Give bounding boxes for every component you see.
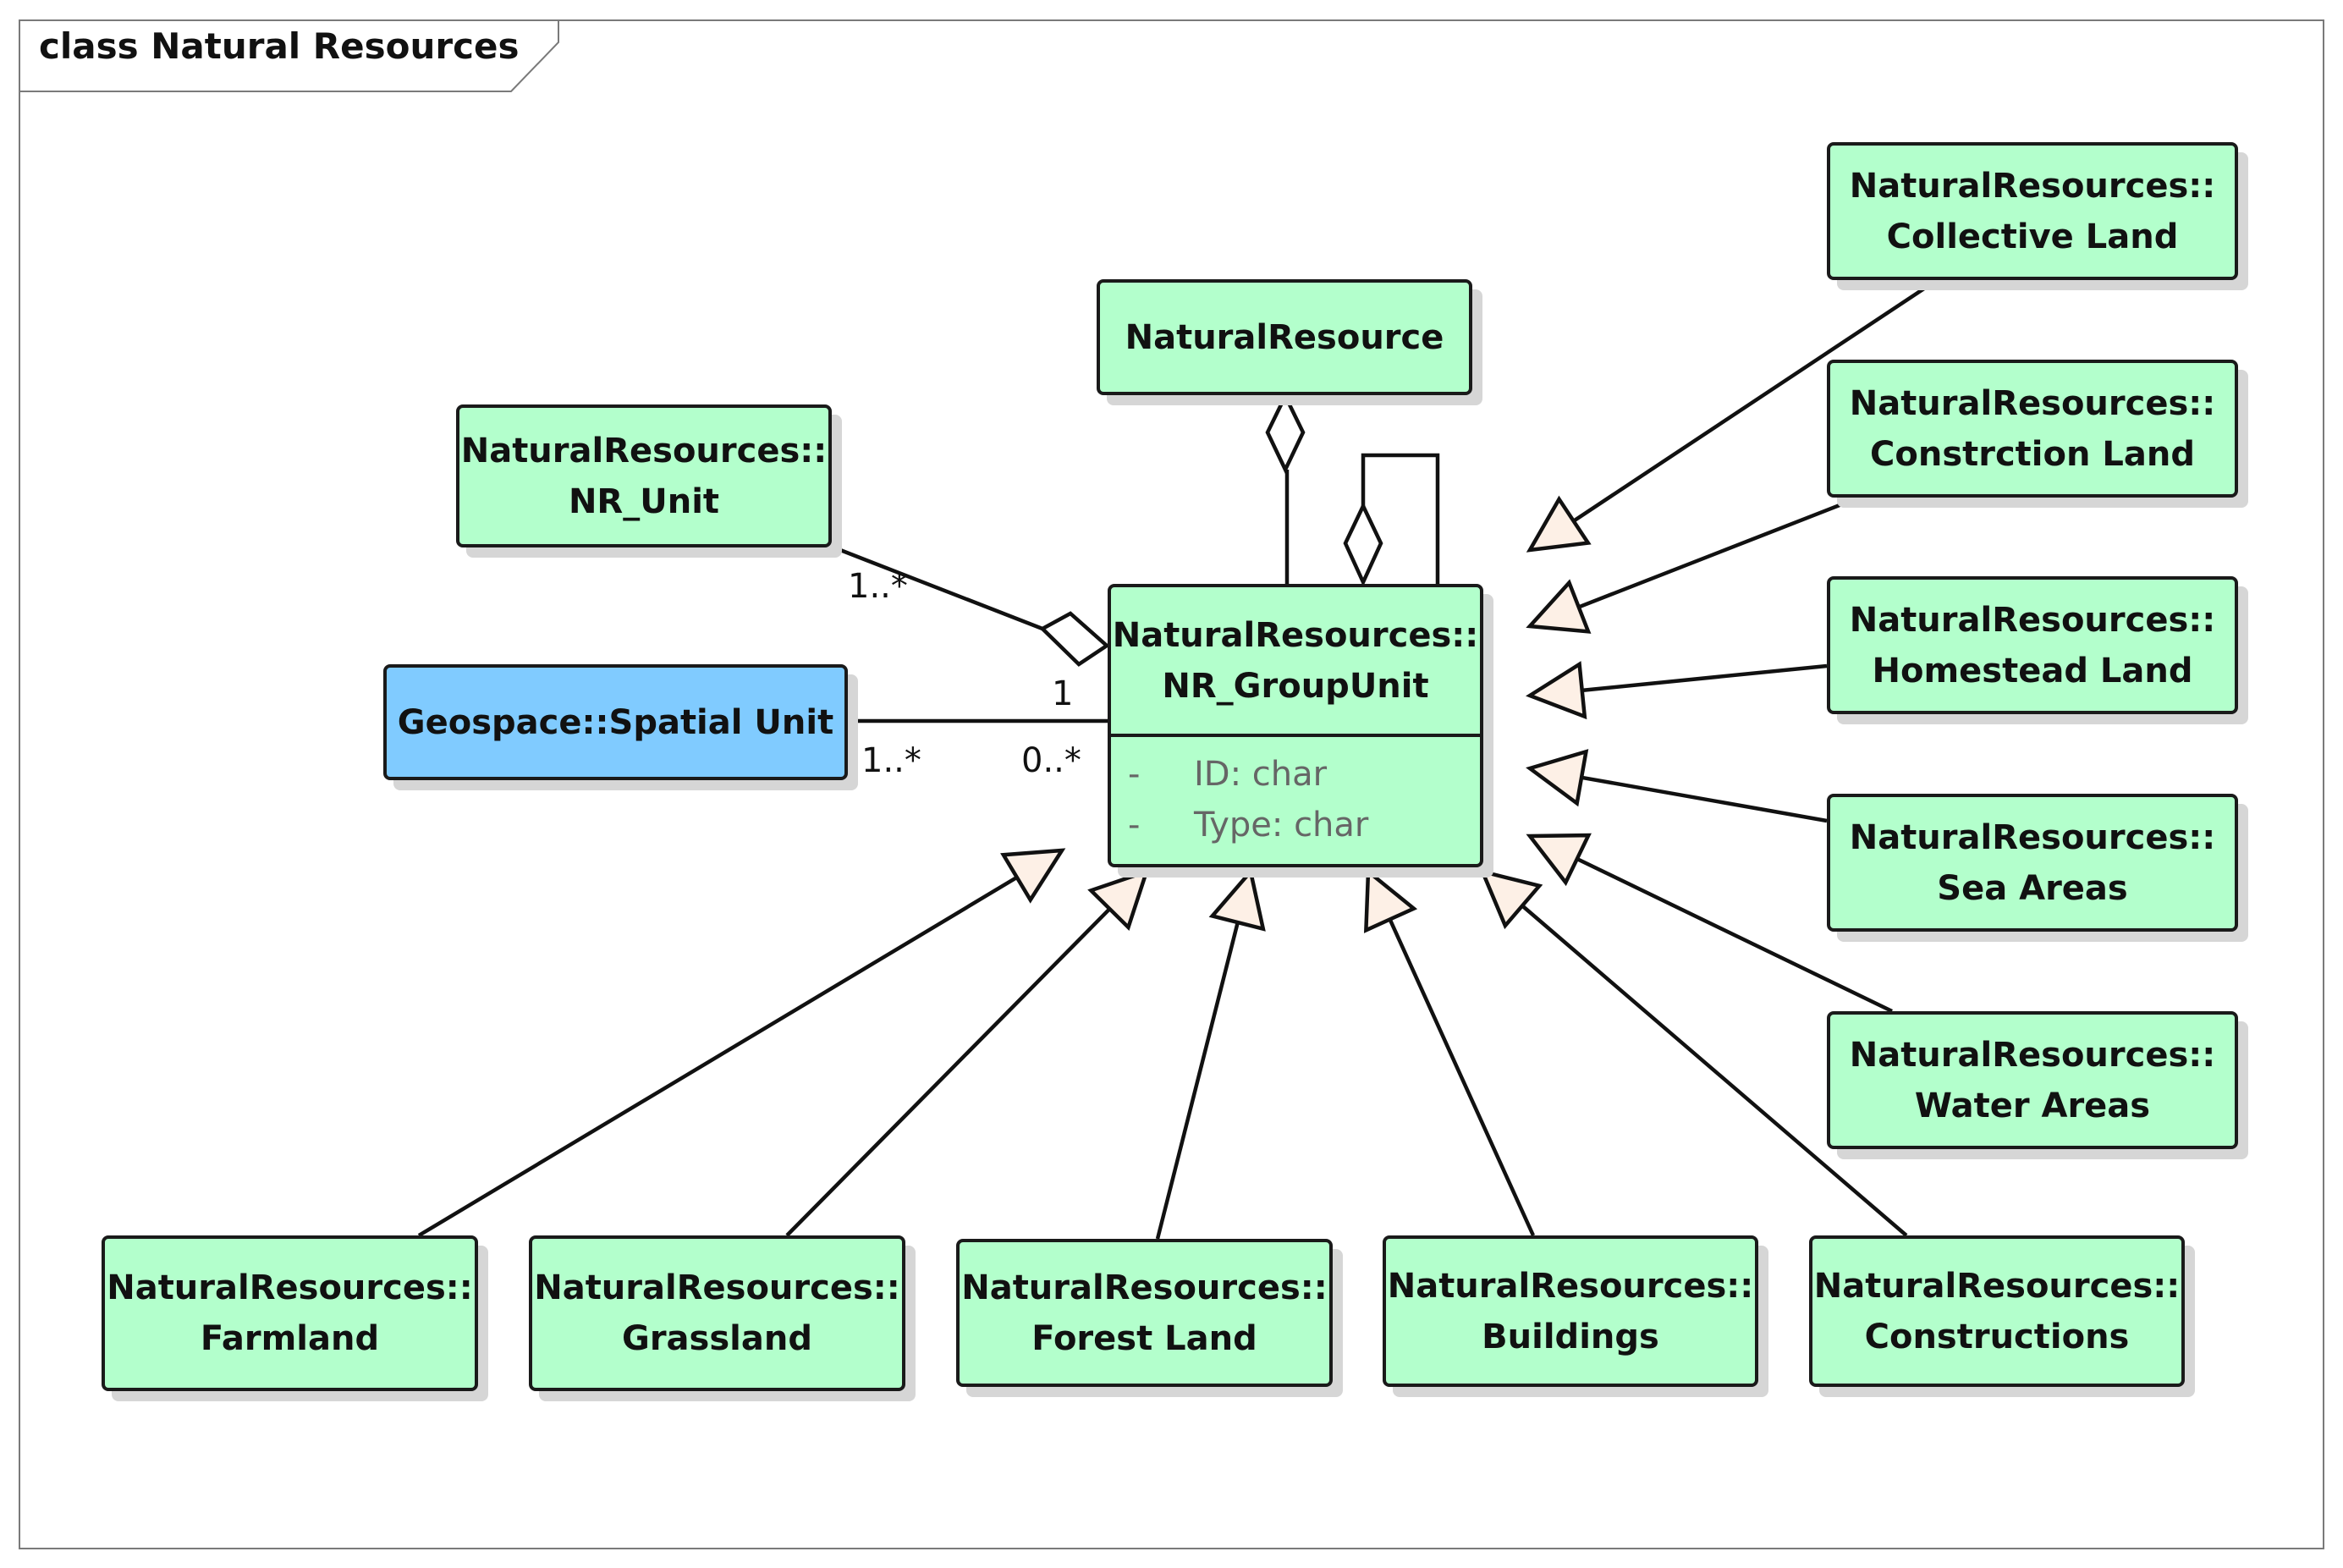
generalization-line-buildings [1388, 918, 1536, 1236]
class-natural-resource[interactable]: NaturalResource [1097, 279, 1472, 395]
generalization-head-homestead-land [1525, 661, 1587, 720]
generalization-line-collective-land [1572, 282, 1933, 523]
class-name: Collective Land [1886, 217, 2179, 256]
class-name: Geospace::Spatial Unit [397, 702, 834, 742]
class-name: Buildings [1482, 1317, 1659, 1356]
multiplicity-group-unit-one: 1 [1052, 674, 1074, 713]
class-package: NaturalResources:: [460, 431, 828, 470]
class-package: NaturalResources:: [1849, 817, 2216, 857]
diagram-frame [19, 19, 2324, 1549]
class-name: Constructions [1864, 1317, 2130, 1356]
class-name: NR_Unit [568, 481, 720, 521]
class-package: NaturalResources:: [961, 1268, 1328, 1307]
class-header: NaturalResources:: NR_GroupUnit [1111, 587, 1480, 737]
class-spatial-unit[interactable]: Geospace::Spatial Unit [383, 664, 848, 780]
class-name: NaturalResource [1125, 317, 1444, 357]
aggregation-diamond-nr-unit [1039, 611, 1110, 667]
class-farmland[interactable]: NaturalResources:: Farmland [102, 1235, 478, 1391]
attribute-type: - Type: char [1111, 800, 1480, 850]
class-name: Sea Areas [1937, 868, 2128, 908]
class-package: NaturalResources:: [1849, 1035, 2216, 1075]
multiplicity-group-unit-many: 0..* [1021, 741, 1081, 780]
multiplicity-spatial-unit: 1..* [861, 741, 921, 780]
generalization-line-constrction-land [1577, 497, 1856, 609]
class-package: NaturalResources:: [1849, 166, 2216, 206]
multiplicity-nr-unit: 1..* [848, 567, 908, 606]
generalization-line-forest-land [1155, 922, 1240, 1240]
generalization-line-water-areas [1576, 856, 1893, 1014]
class-name: Constrction Land [1870, 434, 2195, 474]
generalization-line-farmland [417, 875, 1018, 1237]
class-forest-land[interactable]: NaturalResources:: Forest Land [956, 1239, 1333, 1387]
class-package: NaturalResources:: [1387, 1266, 1754, 1306]
class-name: Homestead Land [1872, 651, 2193, 690]
aggregation-diamond-natural-resource [1265, 391, 1306, 475]
attribute-text: Type: char [1194, 806, 1369, 845]
class-name: Forest Land [1031, 1318, 1257, 1358]
class-collective-land[interactable]: NaturalResources:: Collective Land [1827, 142, 2238, 280]
class-nr-unit[interactable]: NaturalResources:: NR_Unit [456, 404, 832, 547]
class-package: NaturalResources:: [1849, 600, 2216, 640]
generalization-line-grassland [785, 907, 1112, 1237]
generalization-line-homestead-land [1581, 663, 1828, 693]
generalization-head-collective-land [1526, 495, 1592, 553]
attribute-visibility: - [1128, 806, 1141, 845]
generalization-head-constructions [1479, 868, 1543, 930]
class-package: NaturalResources:: [1112, 615, 1479, 655]
attribute-id: - ID: char [1111, 737, 1480, 800]
class-constrction-land[interactable]: NaturalResources:: Constrction Land [1827, 360, 2238, 498]
class-homestead-land[interactable]: NaturalResources:: Homestead Land [1827, 576, 2238, 714]
class-package: NaturalResources:: [534, 1268, 900, 1307]
self-aggregation-line [1361, 453, 1440, 584]
class-name: NR_GroupUnit [1162, 666, 1429, 706]
attribute-visibility: - [1128, 755, 1141, 794]
generalization-head-water-areas [1526, 833, 1592, 887]
class-name: Water Areas [1914, 1086, 2151, 1125]
generalization-head-buildings [1363, 867, 1418, 933]
aggregation-diamond-self [1343, 501, 1383, 587]
class-grassland[interactable]: NaturalResources:: Grassland [529, 1235, 905, 1391]
class-name: Grassland [622, 1319, 812, 1358]
generalization-head-sea-areas [1526, 749, 1589, 807]
class-package: NaturalResources:: [107, 1268, 473, 1307]
diagram-title: class Natural Resources [39, 25, 520, 67]
class-package: NaturalResources:: [1849, 383, 2216, 423]
class-name: Farmland [200, 1319, 380, 1358]
class-water-areas[interactable]: NaturalResources:: Water Areas [1827, 1011, 2238, 1149]
class-package: NaturalResources:: [1813, 1266, 2181, 1306]
assoc-nr-unit-line [835, 546, 1043, 631]
frame-label-tab [19, 20, 559, 92]
generalization-head-constrction-land [1526, 579, 1592, 634]
attribute-text: ID: char [1194, 755, 1328, 794]
generalization-head-forest-land [1208, 867, 1266, 932]
generalization-line-sea-areas [1581, 775, 1828, 823]
class-sea-areas[interactable]: NaturalResources:: Sea Areas [1827, 794, 2238, 932]
class-buildings[interactable]: NaturalResources:: Buildings [1383, 1235, 1758, 1387]
generalization-head-grassland [1087, 868, 1150, 932]
class-constructions[interactable]: NaturalResources:: Constructions [1809, 1235, 2185, 1387]
generalization-line-constructions [1521, 904, 1908, 1237]
class-nr-group-unit[interactable]: NaturalResources:: NR_GroupUnit - ID: cha… [1108, 584, 1483, 867]
generalization-head-farmland [1000, 848, 1066, 904]
